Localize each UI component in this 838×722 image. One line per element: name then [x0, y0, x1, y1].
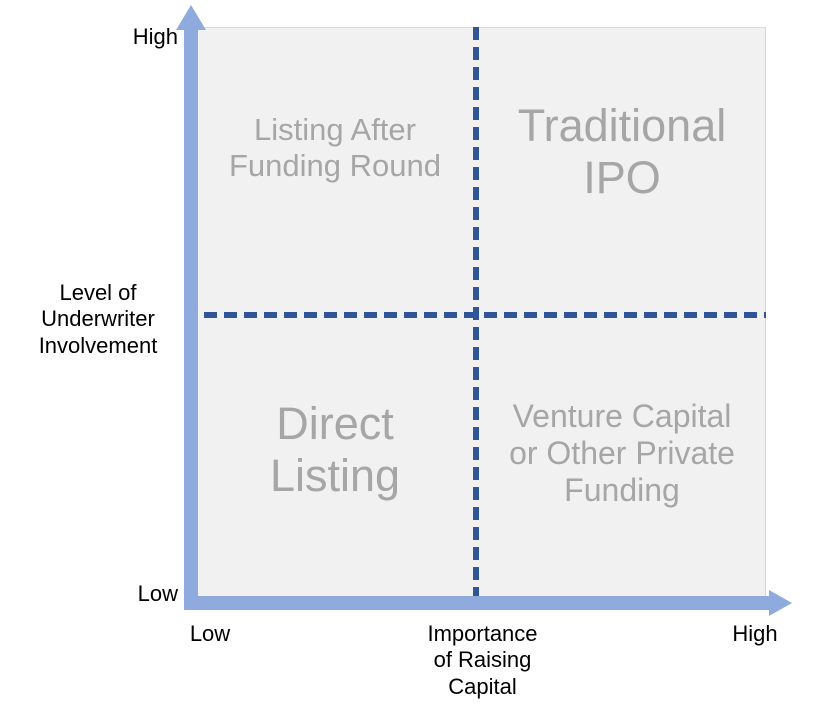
y-axis-arrow-head-icon [176, 5, 206, 30]
quadrant-label-bottom-left: Direct Listing [269, 398, 401, 501]
x-axis-arrow-head-icon [769, 590, 792, 616]
quadrant-label-top-right: Traditional IPO [517, 100, 727, 203]
y-axis-high-label: High [132, 24, 178, 49]
quadrant-label-bottom-right: Venture Capital or Other Private Funding [509, 398, 735, 508]
vertical-divider-dashed-line [473, 27, 479, 601]
x-axis-title: Importance of Raising Capital [427, 621, 538, 699]
y-axis-low-label: Low [137, 581, 178, 606]
x-axis-arrow-shaft [184, 596, 772, 610]
quadrant-label-top-left: Listing After Funding Round [229, 112, 441, 183]
y-axis-title: Level of Underwriter Involvement [38, 280, 158, 358]
x-axis-high-label: High [732, 621, 778, 646]
x-axis-low-label: Low [189, 621, 231, 646]
y-axis-arrow-shaft [184, 28, 198, 610]
